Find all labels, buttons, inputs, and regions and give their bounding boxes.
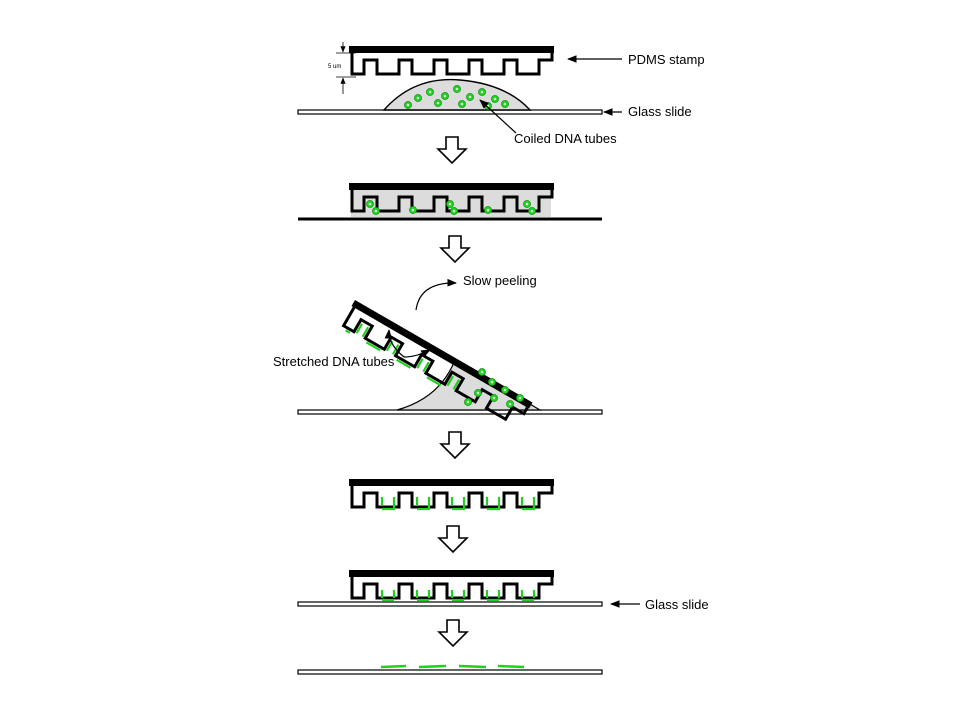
down-arrow-4: [438, 525, 468, 553]
transferred-dna-lines: [380, 664, 525, 669]
stretched-dna-label: Stretched DNA tubes: [273, 354, 395, 369]
step-5-contact-new-slide: Glass slide: [297, 568, 709, 612]
pdms-stamp-label: PDMS stamp: [628, 52, 705, 67]
down-arrow-1: [437, 136, 467, 164]
coiled-dna-label: Coiled DNA tubes: [514, 131, 617, 146]
step-4-stamp-with-dna: [347, 477, 556, 511]
step-1-stamp-above-droplet: 5 um PDMS stamp Glass slide Coiled DNA t…: [297, 42, 705, 146]
step-2-stamp-pressed: [298, 181, 602, 221]
stretched-dna-on-stamp: [380, 497, 536, 511]
step-6-transferred-dna: [297, 664, 603, 675]
dimension-marker: 5 um: [328, 42, 356, 94]
dna-between-stamp-and-slide: [380, 590, 536, 602]
dimension-label: 5 um: [328, 64, 341, 70]
down-arrow-5: [438, 619, 468, 647]
dna-droplet: [382, 78, 532, 111]
glass-slide-label-bottom: Glass slide: [645, 597, 709, 612]
step-3-peeling: Slow peeling Stretched DNA tubes: [273, 273, 603, 429]
down-arrow-2: [440, 235, 470, 263]
glass-slide-label-top: Glass slide: [628, 104, 692, 119]
slow-peeling-label: Slow peeling: [463, 273, 537, 288]
pdms-stamp: [347, 44, 556, 76]
down-arrow-3: [440, 431, 470, 459]
